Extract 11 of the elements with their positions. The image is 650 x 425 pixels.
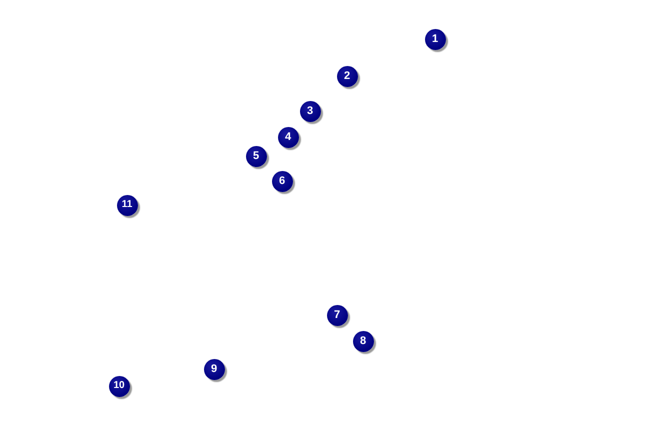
callout-number: 6 [272, 170, 292, 192]
callout-number: 7 [326, 304, 348, 326]
callout-number: 10 [108, 376, 130, 396]
callout-number: 5 [246, 146, 266, 166]
callout-number: 1 [424, 28, 446, 50]
callout-number: 11 [116, 194, 138, 216]
callout-number: 8 [352, 330, 374, 352]
callout-number: 9 [204, 358, 224, 380]
callout-number: 4 [278, 126, 298, 148]
callout-number: 2 [336, 66, 358, 86]
callout-number: 3 [300, 100, 320, 122]
